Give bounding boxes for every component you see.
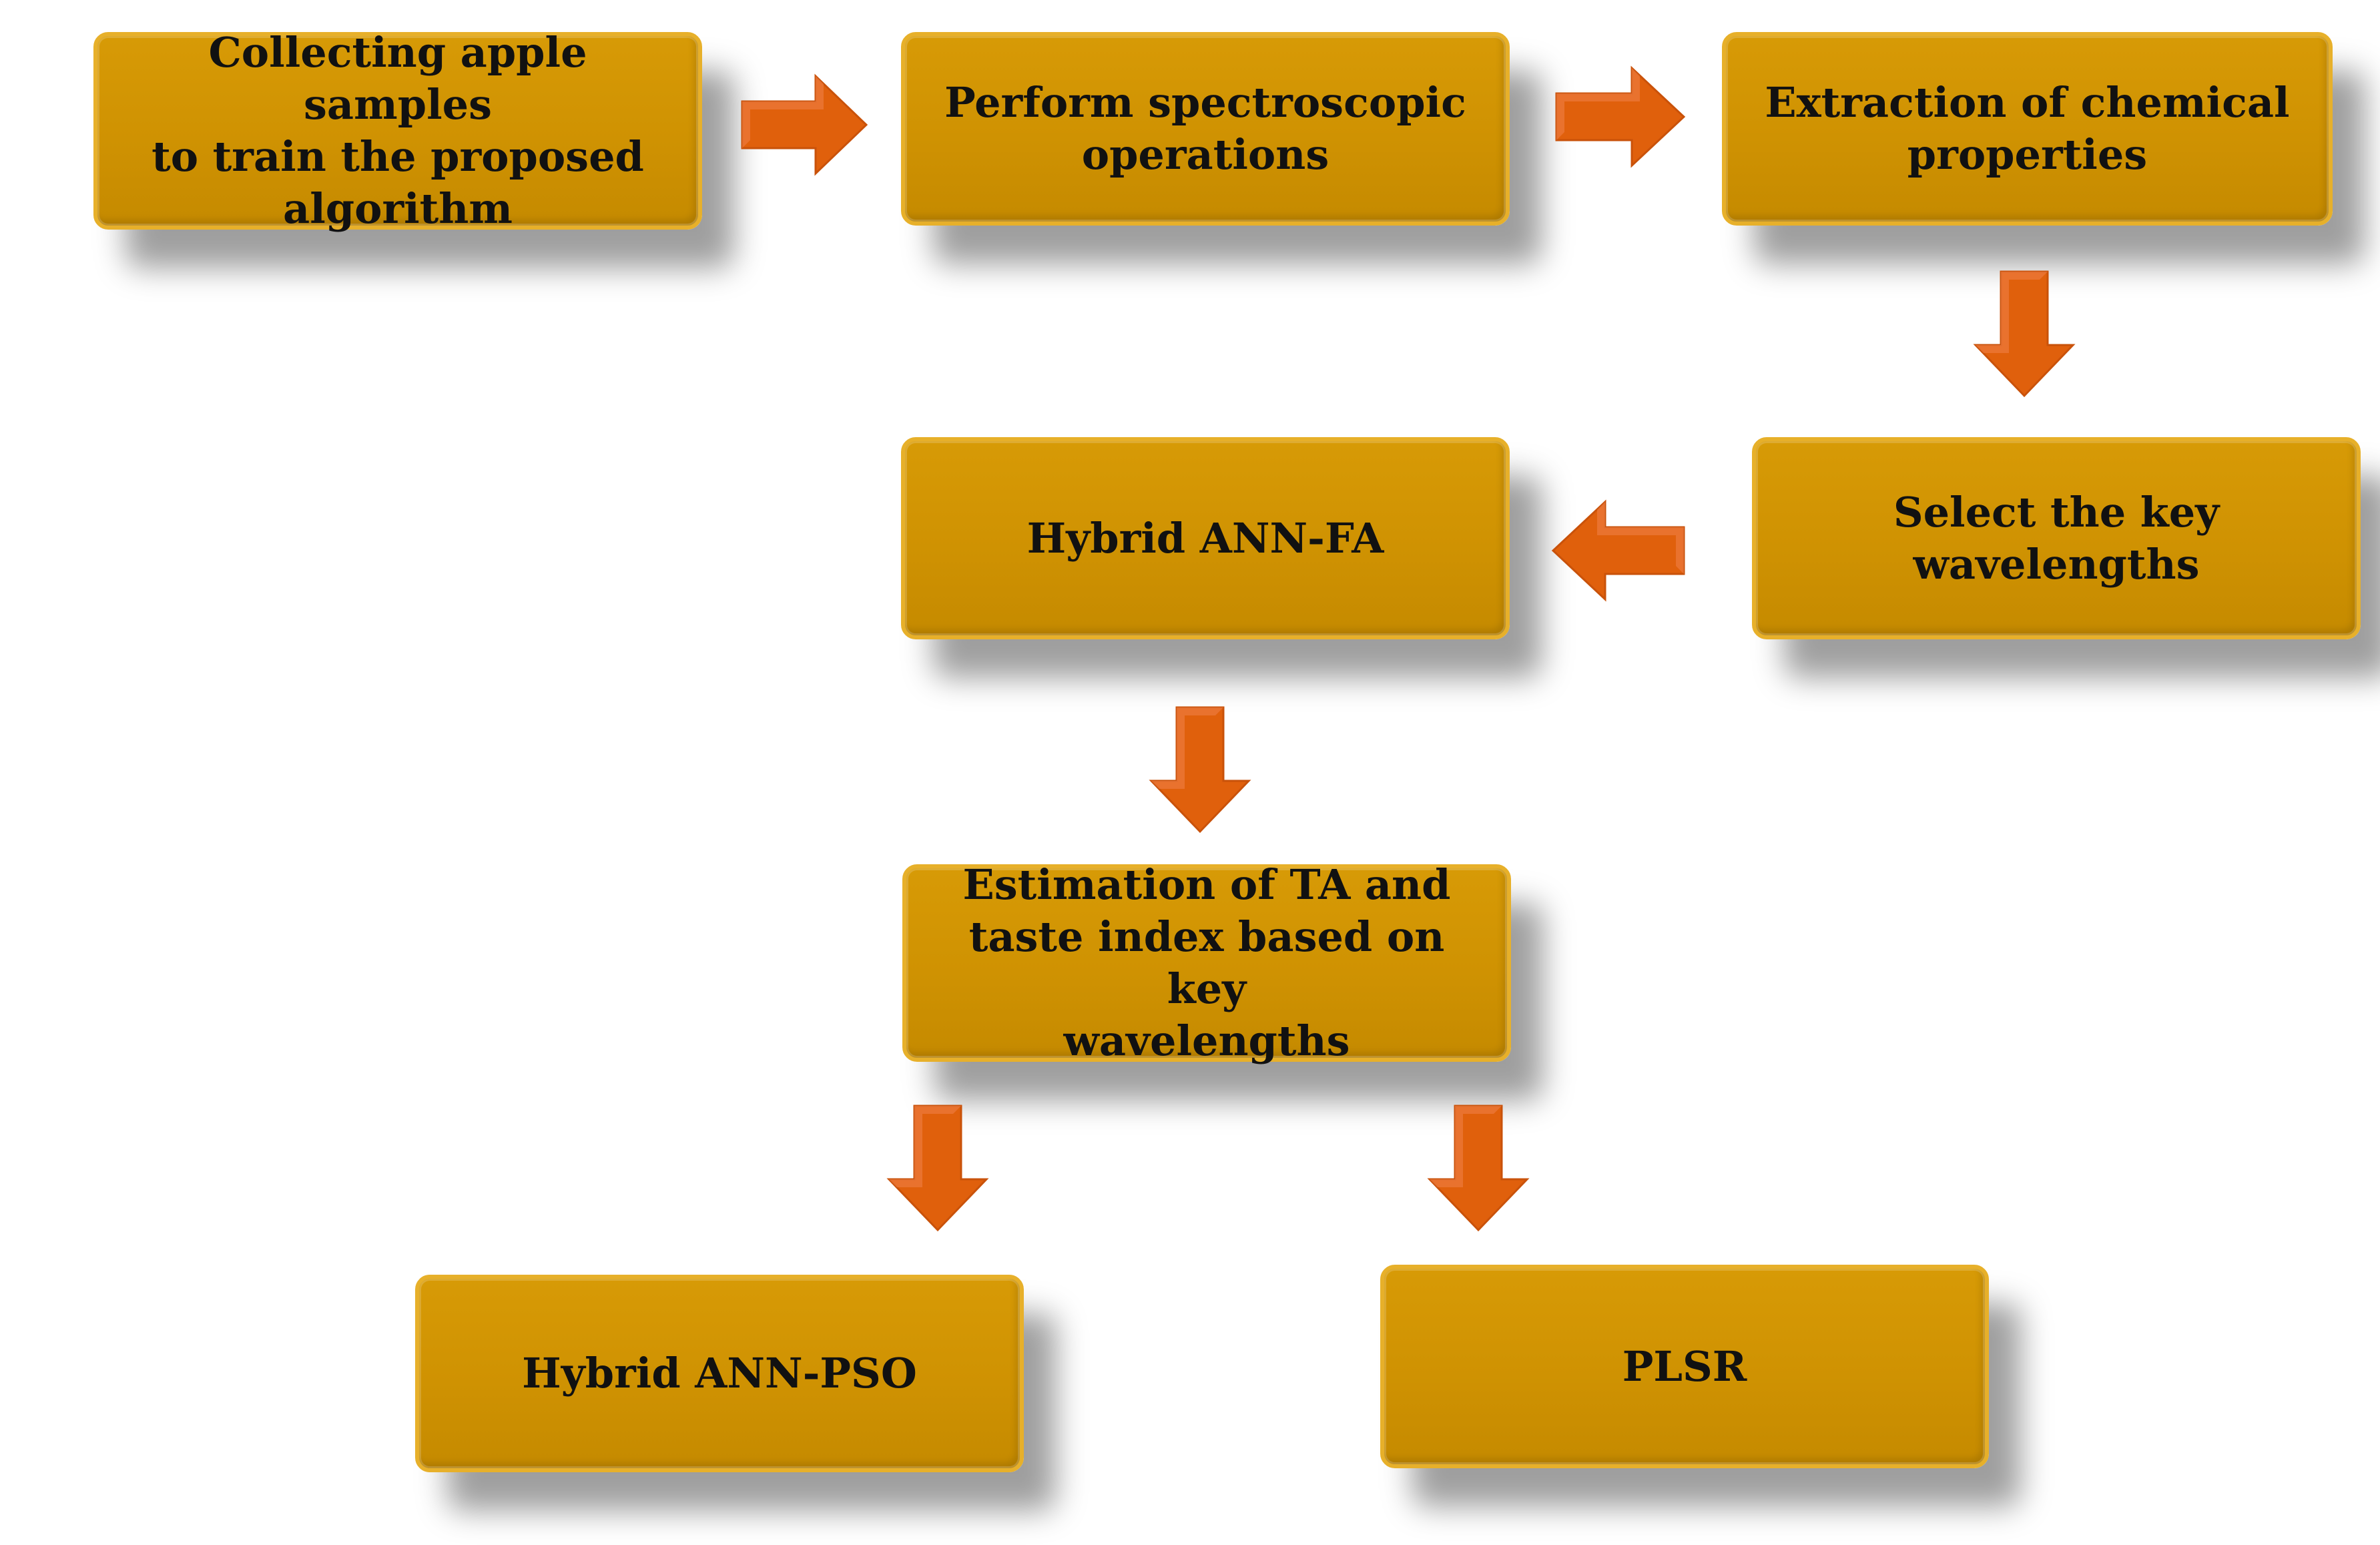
node-hybrid-ann-fa: Hybrid ANN-FA: [901, 437, 1510, 639]
node-select-key-wavelengths: Select the key wavelengths: [1752, 437, 2361, 639]
node-estimation-ta-taste-index: Estimation of TA and taste index based o…: [902, 860, 1511, 1065]
node-spectroscopic-operations-label: Perform spectroscopic operations: [944, 78, 1466, 179]
node-plsr-label: PLSR: [1622, 1341, 1747, 1391]
arrow-down-icon: [886, 1105, 989, 1232]
arrow-left-icon: [1551, 499, 1685, 602]
node-spectroscopic-operations: Perform spectroscopic operations: [901, 32, 1510, 226]
arrow-down-icon: [1149, 706, 1251, 834]
node-select-key-wavelengths-label: Select the key wavelengths: [1893, 487, 2220, 589]
node-plsr: PLSR: [1380, 1265, 1989, 1468]
node-hybrid-ann-fa-label: Hybrid ANN-FA: [1026, 513, 1384, 563]
arrow-right-icon: [741, 73, 868, 176]
node-hybrid-ann-pso: Hybrid ANN-PSO: [415, 1275, 1024, 1472]
arrow-down-icon: [1973, 270, 2076, 398]
arrow-down-icon: [1427, 1105, 1530, 1232]
node-hybrid-ann-pso-label: Hybrid ANN-PSO: [522, 1349, 917, 1398]
node-estimation-ta-taste-index-label: Estimation of TA and taste index based o…: [962, 860, 1451, 1065]
arrow-right-icon: [1555, 65, 1686, 168]
node-extraction-chemical-properties-label: Extraction of chemical properties: [1765, 78, 2290, 179]
node-extraction-chemical-properties: Extraction of chemical properties: [1722, 32, 2333, 226]
node-collecting-samples: Collecting apple samples to train the pr…: [93, 28, 702, 233]
node-collecting-samples-label: Collecting apple samples to train the pr…: [152, 28, 644, 233]
